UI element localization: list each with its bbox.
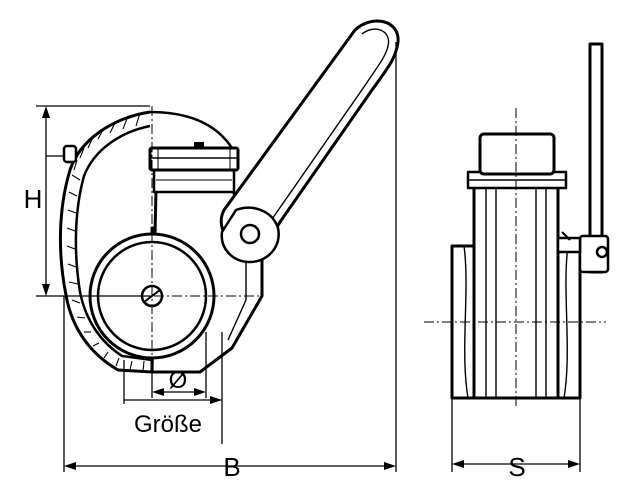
- stem-housing: [148, 142, 240, 194]
- label-size: Größe: [134, 411, 202, 438]
- front-view: [58, 19, 400, 396]
- label-width: B: [223, 452, 240, 480]
- label-side-width: S: [508, 452, 525, 480]
- dimension-size: Größe: [123, 332, 223, 444]
- label-diameter: Ø: [169, 367, 188, 394]
- dimension-diameter: Ø: [151, 332, 207, 398]
- lever-pivot: [239, 223, 261, 245]
- side-top-cap: [478, 132, 556, 176]
- dimension-width: B: [63, 42, 397, 480]
- dimension-height: H: [24, 105, 150, 297]
- hinge-knob: [62, 144, 78, 164]
- lever-handle: [219, 19, 400, 264]
- label-height: H: [24, 184, 43, 214]
- side-lever: [556, 42, 610, 274]
- side-view: [424, 42, 610, 408]
- dimension-side-width: S: [451, 398, 581, 480]
- dimensions: H Ø Größe B: [24, 42, 581, 480]
